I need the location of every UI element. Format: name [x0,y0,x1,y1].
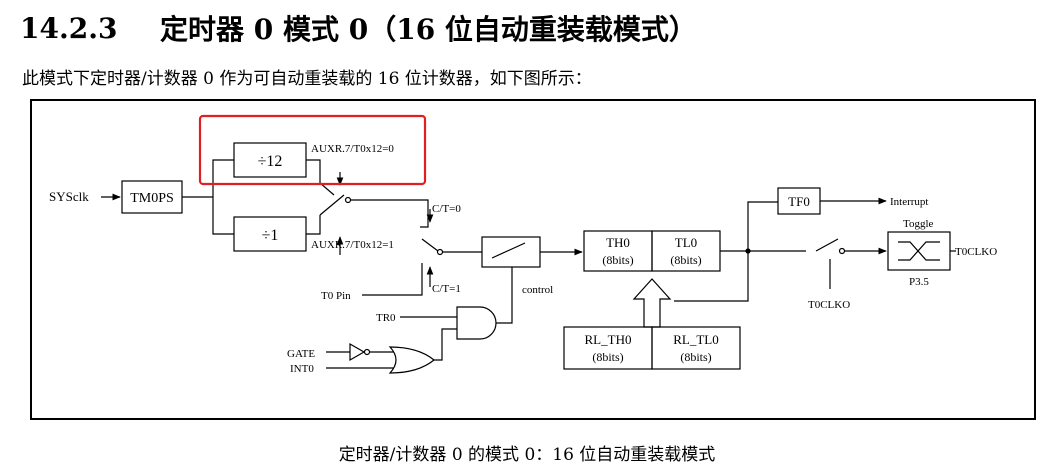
label-auxr12: AUXR.7/T0x12=0 [311,143,394,155]
label-ct1: C/T=1 [432,283,461,295]
wire-switch1-out [350,199,429,228]
label-ct0: C/T=0 [432,203,461,215]
label-rl-tl0: RL_TL0 [673,332,719,347]
switch1-blade [319,194,345,216]
label-p35: P3.5 [909,276,929,288]
highlight-box [198,114,427,186]
label-th0-bits: (8bits) [602,253,633,267]
toggle-symbol [898,241,940,261]
wire-or-out [434,328,457,361]
figure-caption: 定时器/计数器 0 的模式 0：16 位自动重装载模式 [338,445,716,465]
label-t0clko-switch: T0CLKO [808,299,850,311]
inverter [349,342,366,362]
label-div1: ÷1 [262,227,279,244]
wire-to-div1 [212,197,234,235]
label-th0: TH0 [606,235,630,250]
rl-tl0-register [651,326,741,370]
label-tr0: TR0 [376,312,396,324]
toggle-box [887,231,951,271]
inverter-bubble [363,348,371,356]
wire-to-div12 [212,159,234,197]
label-rl-th0: RL_TH0 [585,332,632,347]
section-title: 定时器 0 模式 0（16 位自动重装载模式） [160,13,697,46]
label-tl0: TL0 [675,235,697,250]
label-rl-th0-bits: (8bits) [592,350,623,364]
label-auxr1: AUXR.7/T0x12=1 [311,239,394,251]
label-int0: INT0 [290,363,314,375]
label-div12: ÷12 [258,153,283,170]
label-t0clko-out: T0CLKO [955,246,997,258]
control-switch-box [481,236,541,268]
wire-and-out [496,267,513,324]
label-toggle: Toggle [903,218,934,230]
control-switch-blade [491,242,526,259]
switch3-pivot [838,247,846,255]
div1-box [233,216,307,252]
timer0-mode0-diagram: SYSclk TM0PS ÷12 ÷1 AUXR.7/T0x12=0 AUXR.… [49,114,997,375]
label-tl0-bits: (8bits) [670,253,701,267]
label-gate: GATE [287,348,315,360]
label-tm0ps: TM0PS [130,191,174,206]
wire-div1-out [306,215,321,235]
switch1-pivot [344,196,352,204]
label-interrupt: Interrupt [890,196,928,208]
tm0ps-box [121,180,183,214]
switch3-blade [815,238,839,252]
label-control: control [522,284,553,296]
wire-div12-out [306,159,335,196]
section-heading: 14.2.3 定时器 0 模式 0（16 位自动重装载模式） [20,8,697,48]
switch2-blade [421,238,439,252]
diagram-frame [30,99,1036,420]
or-gate [388,346,435,374]
label-tf0: TF0 [788,194,810,209]
switch2-pivot [436,248,444,256]
and-gate [456,306,497,340]
div12-box [233,142,307,178]
label-sysclk: SYSclk [49,189,89,204]
section-number: 14.2.3 [20,11,118,45]
wire-t0pin [362,263,423,296]
label-t0pin: T0 Pin [321,290,351,302]
intro-paragraph: 此模式下定时器/计数器 0 作为可自动重装载的 16 位计数器，如下图所示： [22,69,592,89]
wire-to-tf0 [747,201,778,251]
wire-reload-feedback [674,251,749,302]
reload-arrow [632,278,672,328]
label-rl-tl0-bits: (8bits) [680,350,711,364]
